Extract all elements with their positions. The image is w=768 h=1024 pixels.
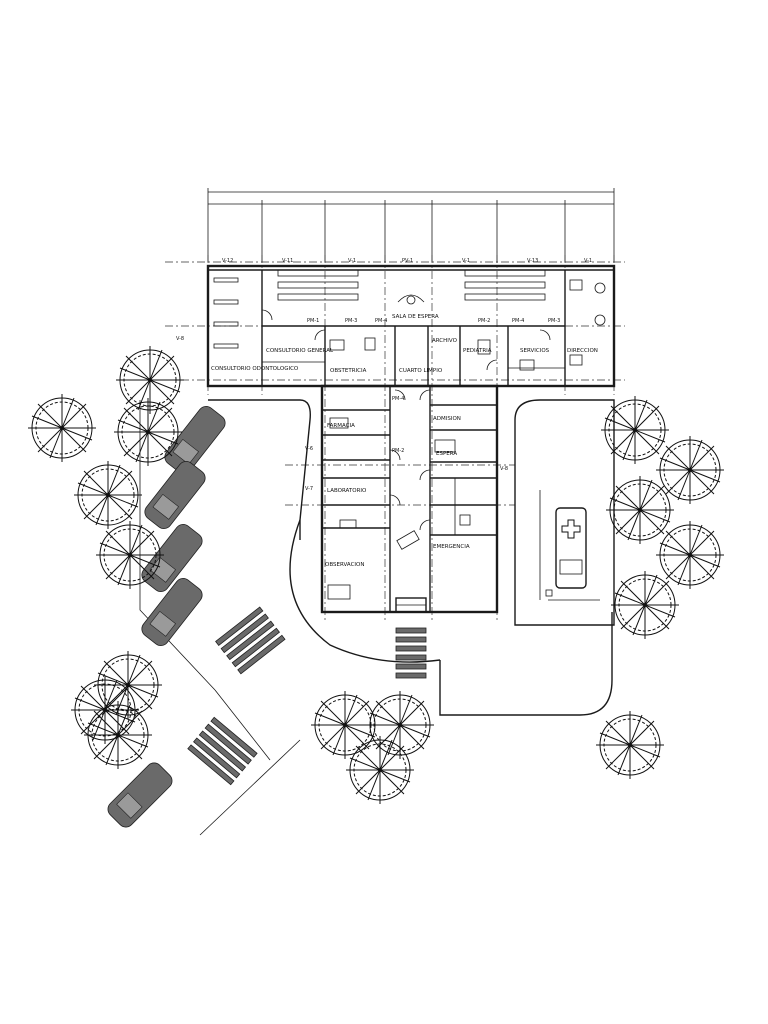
room-label-6: PEDIATRIA [463, 348, 492, 354]
waiting-seating [213, 269, 606, 600]
trees [27, 345, 725, 805]
door-tag-7: PM-4 [392, 396, 404, 402]
room-label-14: SERVICIOS [520, 348, 550, 354]
door-tag-6: PM-3 [548, 318, 560, 324]
bay-label-1: V-12 [222, 258, 233, 264]
door-tags: PM-1 PM-3 PM-4 PM-2 PM-4 PM-3 PM-4 PM-2 [307, 318, 560, 454]
parked-cars [107, 406, 226, 828]
door-tag-3: PM-4 [375, 318, 387, 324]
axis-labels: V-12 V-11 V-1 PV-1 V-1 V-13 V-1 V-8 V-6 … [176, 258, 592, 492]
car-4 [141, 578, 203, 646]
crosswalks [187, 606, 427, 786]
room-label-5: ARCHIVO [432, 338, 458, 344]
car-2 [144, 461, 206, 529]
building-walls [206, 264, 616, 614]
ambulance [555, 507, 587, 589]
door-tag-8: PM-2 [392, 448, 404, 454]
bay-label-3: V-1 [348, 258, 356, 264]
car-5 [107, 762, 173, 828]
room-label-13: OBSERVACION [325, 562, 364, 568]
dimension-lines [207, 188, 615, 262]
axis-label-mid2: V-7 [305, 486, 313, 492]
bay-label-7: V-1 [584, 258, 592, 264]
car-1 [164, 406, 226, 474]
hall-label: SALA DE ESPERA [392, 314, 439, 320]
door-tag-5: PM-4 [512, 318, 524, 324]
bay-label-2: V-11 [282, 258, 293, 264]
door-tag-2: PM-3 [345, 318, 357, 324]
door-tag-1: PM-1 [307, 318, 319, 324]
car-3 [141, 524, 203, 592]
room-label-4: CUARTO LIMPIO [399, 368, 443, 374]
room-label-10: LABORATORIO [327, 488, 367, 494]
bay-label-5: V-1 [462, 258, 470, 264]
room-label-2: OBSTETRICIA [330, 368, 367, 374]
room-labels: CONSULTORIO GENERAL OBSTETRICIA CONSULTO… [211, 314, 598, 568]
room-label-1: CONSULTORIO GENERAL [266, 348, 334, 354]
site-paths [139, 399, 615, 836]
axis-label-right: V-8 [500, 466, 508, 472]
room-label-3: CONSULTORIO ODONTOLOGICO [211, 366, 299, 372]
room-label-8: DIRECCION [567, 348, 598, 354]
room-label-9: FARMACIA [327, 423, 355, 429]
bay-label-6: V-13 [527, 258, 538, 264]
room-label-7: ESPERA [436, 451, 457, 457]
door-tag-4: PM-2 [478, 318, 490, 324]
room-label-12: EMERGENCIA [433, 544, 470, 550]
door-swings [261, 309, 551, 531]
room-label-11: ADMISION [433, 416, 461, 422]
bay-label-center: PV-1 [402, 258, 413, 264]
axis-label-mid1: V-6 [305, 446, 313, 452]
axis-label-left: V-8 [176, 336, 184, 342]
